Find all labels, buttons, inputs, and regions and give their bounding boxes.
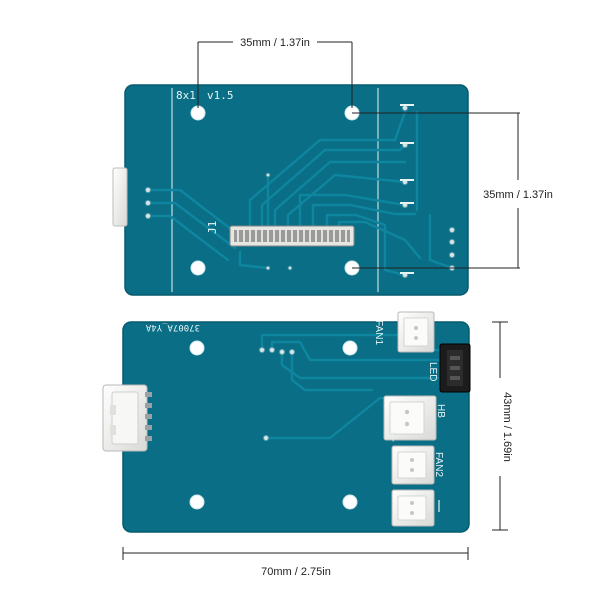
dimension-bottom-label: 70mm / 2.75in [261,566,331,578]
mount-hole [190,105,206,121]
top-pad-marks [400,104,414,274]
fan1-label: FAN1 [373,320,384,345]
bottom-left-connector [102,384,152,452]
dimension-side-label: 43mm / 1.69in [501,392,513,462]
dimension-side: 43mm / 1.69in [492,321,513,531]
fan1-connector [397,311,435,353]
mount-hole [189,494,205,510]
top-board-traces [146,110,454,277]
mount-hole [190,260,206,276]
ffc-connector-j1 [229,225,355,247]
top-version-label: v1.5 [207,89,234,102]
fan2-label: FAN2 [433,452,444,477]
dimension-right-label: 35mm / 1.37in [483,189,553,201]
top-side-connector [112,167,128,227]
bottom-right-connector [391,489,435,527]
mount-hole [342,494,358,510]
mount-hole [189,340,205,356]
bottom-board-vias [258,346,296,442]
top-pcb-board: 8x1 v1.5 J1 [112,84,469,296]
dimension-right: 35mm / 1.37in [352,112,553,269]
dimension-top: 35mm / 1.37in [197,37,353,108]
part-code-label: 37007A_Y4A [145,322,200,332]
hb-label: HB [435,404,446,418]
mount-hole [342,340,358,356]
bottom-pcb-board: 37007A_Y4A FAN1 LED HB - + FAN2 [102,311,471,533]
led-label: LED [427,362,438,381]
dimension-bottom: 70mm / 2.75in [122,547,469,578]
connector-j1-label: J1 [206,221,219,234]
hb-connector [383,395,437,441]
hb-polarity-marks: - + [388,430,399,442]
led-connector [439,343,471,393]
top-silk-label: 8x1 [176,89,196,102]
dimension-top-label: 35mm / 1.37in [240,37,310,49]
bottom-mounting-holes [189,340,358,510]
fan2-connector [391,445,435,485]
